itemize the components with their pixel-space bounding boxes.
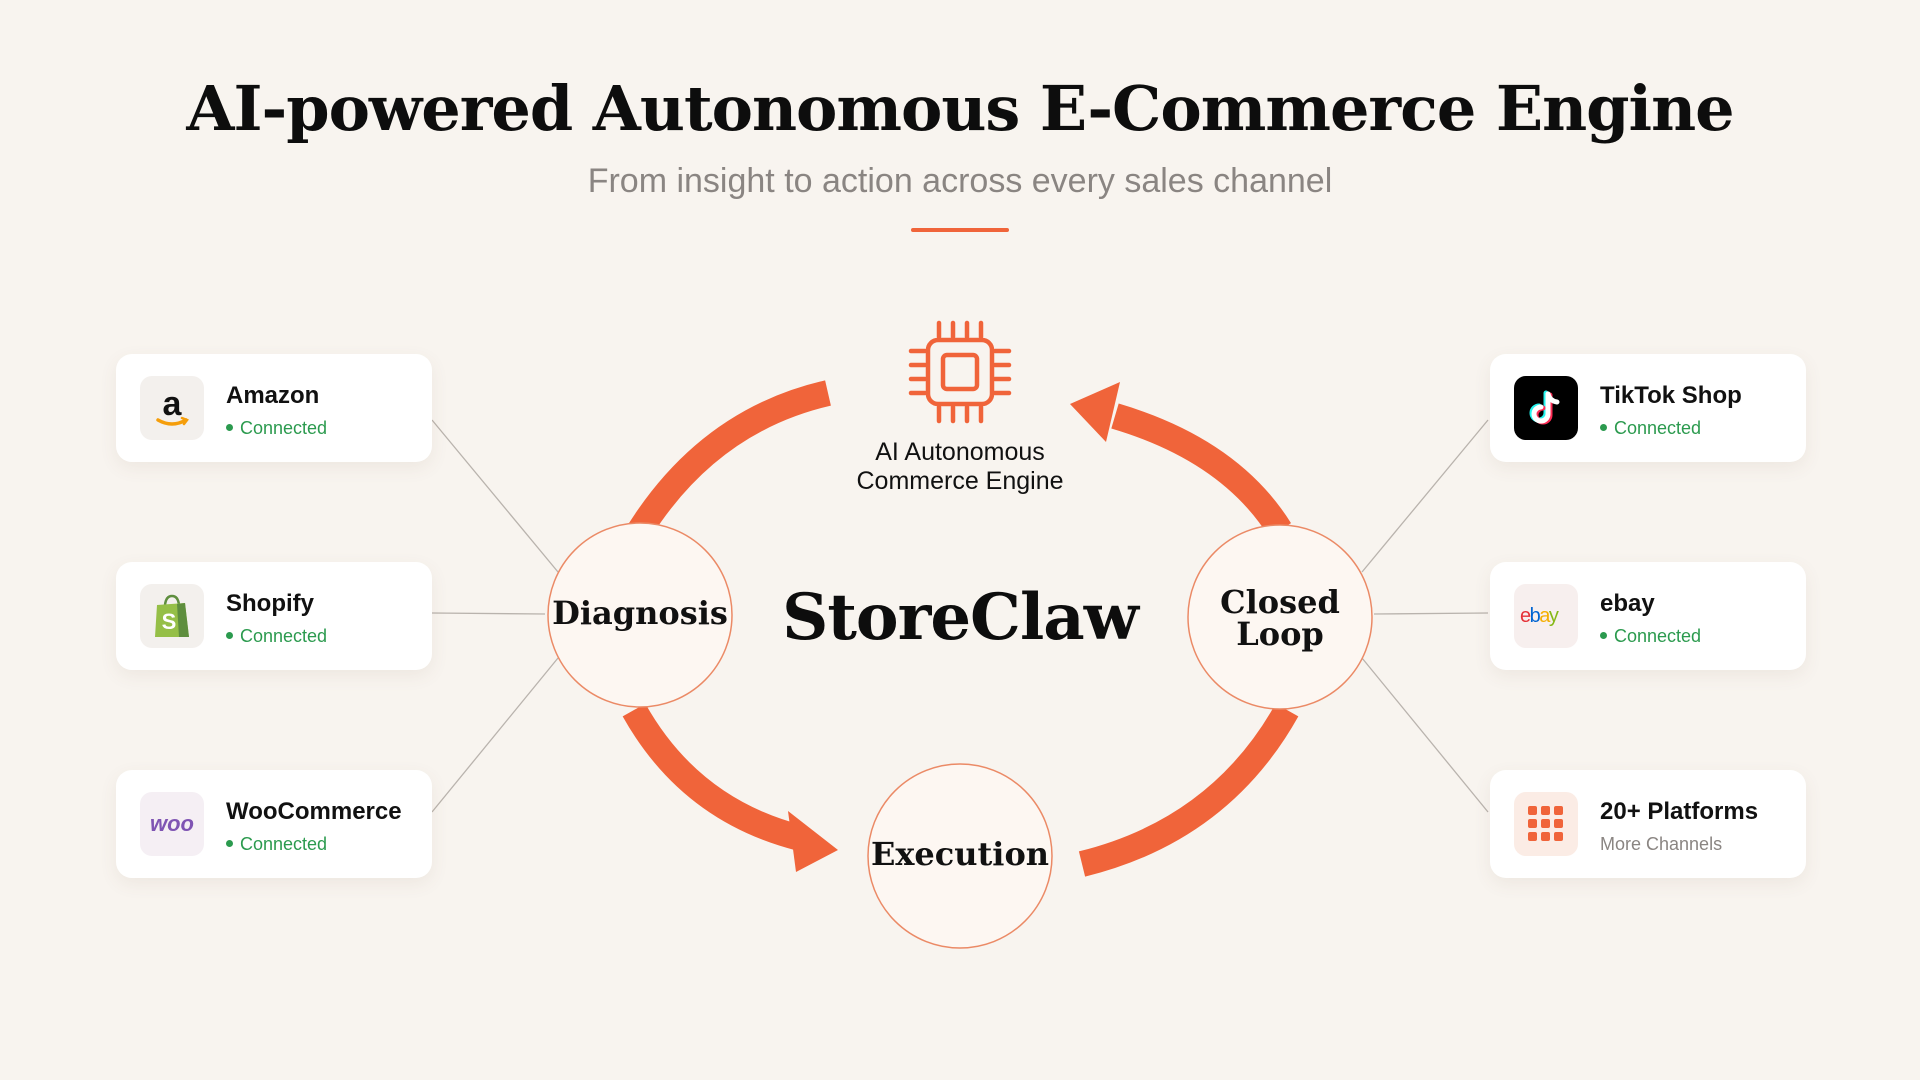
channel-status: Connected bbox=[1600, 626, 1701, 647]
status-dot-icon bbox=[226, 423, 233, 431]
brand-name: StoreClaw bbox=[782, 580, 1139, 655]
engine-label-line2: Commerce Engine bbox=[856, 467, 1064, 495]
channel-status: Connected bbox=[226, 418, 327, 439]
shopify-bag-icon: S bbox=[140, 584, 204, 648]
connector-tiktok bbox=[1361, 419, 1489, 573]
channel-status-text: Connected bbox=[240, 626, 328, 646]
svg-text:S: S bbox=[162, 609, 177, 634]
execution-label: Execution bbox=[870, 835, 1050, 873]
connector-lines bbox=[431, 419, 1489, 813]
amazon-logo-icon: a bbox=[140, 376, 204, 440]
execution-circle bbox=[867, 763, 1053, 949]
channel-name: ebay bbox=[1600, 590, 1655, 617]
channel-name: WooCommerce bbox=[226, 798, 402, 825]
channel-card-ebay[interactable]: ebay ebay Connected bbox=[1490, 562, 1806, 670]
title-divider bbox=[911, 228, 1009, 232]
channel-status-text: Connected bbox=[240, 418, 328, 438]
channel-status: Connected bbox=[226, 626, 327, 647]
channel-card-more-platforms[interactable]: 20+ Platforms More Channels bbox=[1490, 770, 1806, 878]
diagnosis-circle bbox=[547, 522, 733, 708]
channel-name: Shopify bbox=[226, 590, 314, 617]
svg-text:a: a bbox=[163, 385, 183, 423]
channel-name: TikTok Shop bbox=[1600, 382, 1742, 409]
status-dot-icon bbox=[226, 839, 233, 847]
connector-woocommerce bbox=[431, 657, 559, 813]
connector-ebay bbox=[1373, 612, 1489, 615]
connector-amazon bbox=[431, 419, 559, 573]
closed-loop-label-line2: Loop bbox=[1236, 615, 1324, 653]
channel-status: More Channels bbox=[1600, 834, 1722, 855]
channel-name: Amazon bbox=[226, 382, 320, 409]
channel-card-shopify[interactable]: S Shopify Connected bbox=[116, 562, 432, 670]
page-title: AI-powered Autonomous E-Commerce Engine bbox=[186, 72, 1734, 145]
arrowhead-execution bbox=[788, 811, 838, 872]
arc-diagnosis-to-engine bbox=[629, 380, 831, 537]
channel-status-text: Connected bbox=[240, 834, 328, 854]
chip-icon bbox=[908, 320, 1012, 424]
tiktok-logo-icon bbox=[1514, 376, 1578, 440]
channel-status: Connected bbox=[226, 834, 327, 855]
engine-label: AI Autonomous Commerce Engine bbox=[760, 438, 1160, 496]
channel-status-text: Connected bbox=[1614, 418, 1702, 438]
diagnosis-label: Diagnosis bbox=[552, 594, 728, 632]
status-dot-icon bbox=[1600, 631, 1607, 639]
cycle-arcs bbox=[622, 380, 1299, 877]
ebay-logo-icon: ebay bbox=[1514, 584, 1578, 648]
channel-status-text: Connected bbox=[1614, 626, 1702, 646]
engine-label-line1: AI Autonomous bbox=[875, 438, 1045, 466]
node-circles bbox=[547, 522, 1373, 949]
status-dot-icon bbox=[1600, 423, 1607, 431]
channel-card-woocommerce[interactable]: woo WooCommerce Connected bbox=[116, 770, 432, 878]
arc-closedloop-to-engine bbox=[1111, 403, 1292, 538]
arc-diagnosis-to-execution bbox=[622, 703, 804, 851]
connector-platforms bbox=[1361, 657, 1489, 813]
closed-loop-label-line1: Closed bbox=[1220, 583, 1340, 621]
channel-status: Connected bbox=[1600, 418, 1701, 439]
woo-logo-text: woo bbox=[150, 811, 194, 836]
closed-loop-circle bbox=[1187, 524, 1373, 710]
connector-shopify bbox=[431, 612, 546, 615]
svg-text:ebay: ebay bbox=[1520, 605, 1559, 627]
woo-logo-icon: woo bbox=[140, 792, 204, 856]
arrowhead-engine bbox=[1070, 382, 1120, 442]
channel-name: 20+ Platforms bbox=[1600, 798, 1759, 825]
arc-execution-to-closedloop bbox=[1078, 703, 1299, 877]
channel-status-text: More Channels bbox=[1600, 834, 1723, 854]
closed-loop-label: Closed Loop bbox=[1188, 586, 1372, 650]
status-dot-icon bbox=[226, 631, 233, 639]
channel-card-amazon[interactable]: a Amazon Connected bbox=[116, 354, 432, 462]
page-subtitle: From insight to action across every sale… bbox=[587, 162, 1333, 200]
grid-icon bbox=[1514, 792, 1578, 856]
channel-card-tiktok[interactable]: TikTok Shop Connected bbox=[1490, 354, 1806, 462]
